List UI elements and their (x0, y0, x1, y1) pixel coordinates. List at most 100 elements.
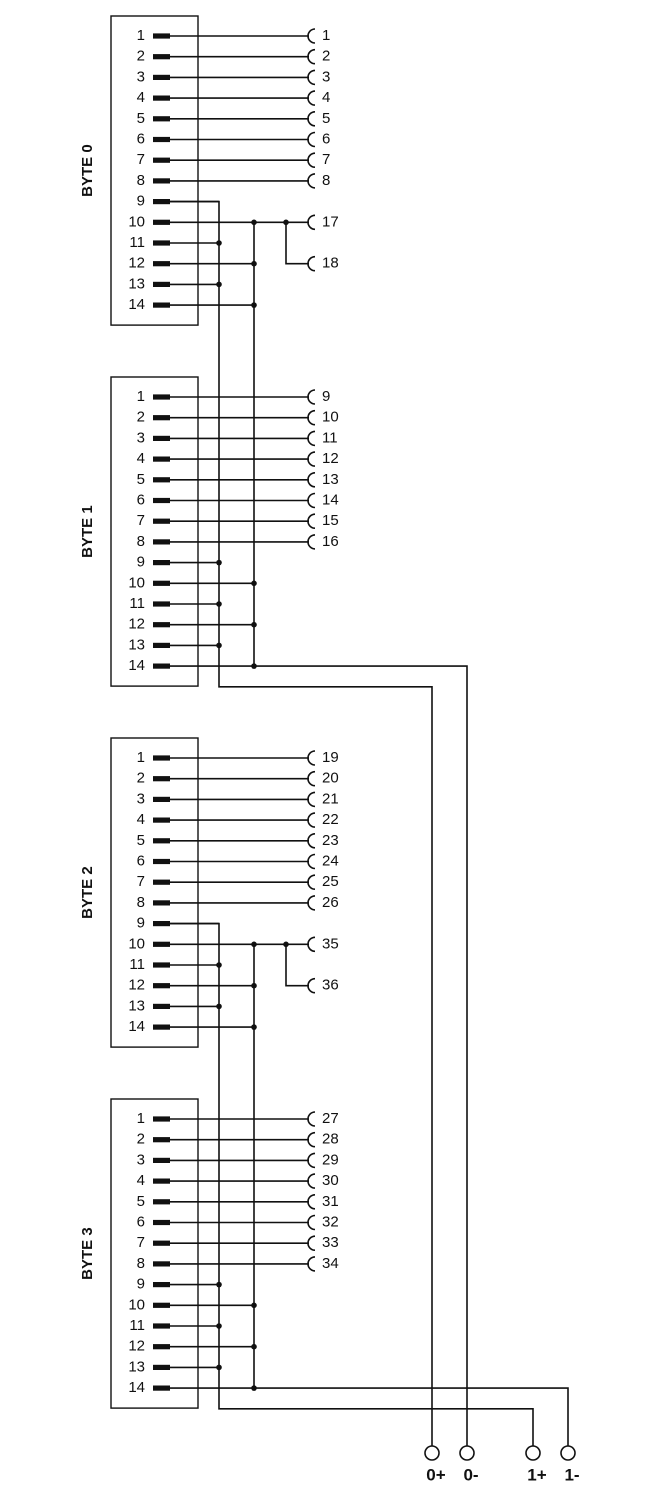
terminal-symbol (307, 534, 316, 550)
terminal-label: 13 (322, 471, 339, 488)
pin-number: 4 (137, 450, 145, 467)
pin-number: 3 (137, 1151, 145, 1168)
terminal-symbol (307, 111, 316, 127)
terminal-label: 28 (322, 1131, 339, 1148)
pin-number: 13 (128, 275, 145, 292)
terminal-label: 11 (322, 429, 338, 446)
terminal-symbol (307, 173, 316, 189)
pin-contact (153, 136, 170, 143)
pin-number: 10 (128, 574, 145, 591)
terminal-label: 9 (322, 388, 330, 405)
bottom-terminal-symbol (424, 1445, 440, 1461)
pin-contact (153, 941, 170, 947)
pin-contact (153, 1178, 170, 1184)
terminal-symbol (307, 874, 316, 890)
terminal-symbol (307, 770, 316, 787)
pin-contact (153, 622, 170, 628)
pin-contact (153, 33, 170, 39)
terminal-label: 23 (322, 832, 339, 849)
pin-contact (153, 1323, 170, 1329)
terminal-label: 19 (322, 749, 339, 766)
pin-number: 14 (128, 657, 145, 674)
pin-number: 2 (137, 770, 145, 787)
pin-number: 2 (137, 409, 145, 426)
pin-contact (153, 281, 170, 287)
pin-number: 9 (137, 1276, 145, 1293)
pin-contact (153, 157, 170, 163)
terminal-symbol (307, 1214, 316, 1231)
pin-number: 13 (128, 997, 145, 1014)
pin-number: 10 (128, 1296, 145, 1313)
pin-contact (153, 1344, 170, 1350)
bottom-terminal-label: 0- (463, 1465, 478, 1484)
wire (285, 222, 309, 265)
terminal-label: 24 (322, 852, 339, 869)
pin-contact (153, 199, 170, 205)
pin-number: 11 (129, 1317, 145, 1334)
pin-contact (153, 261, 170, 267)
pin-number: 1 (137, 27, 145, 44)
pin-number: 8 (137, 533, 145, 550)
pin-number: 6 (137, 852, 145, 869)
terminal-label: 26 (322, 894, 339, 911)
pin-contact (153, 838, 170, 844)
terminal-symbol (307, 1256, 316, 1272)
pin-contact (153, 1261, 170, 1267)
pin-number: 7 (137, 512, 145, 529)
terminal-label: 7 (322, 151, 330, 168)
terminal-symbol (307, 451, 316, 467)
pin-contact (153, 642, 170, 648)
pin-number: 9 (137, 554, 145, 571)
bottom-terminal-symbol (560, 1445, 576, 1461)
terminal-symbol (307, 977, 316, 994)
terminal-symbol (307, 833, 316, 849)
pin-number: 14 (128, 1018, 145, 1035)
terminal-label: 22 (322, 811, 339, 828)
bottom-terminal-label: 1+ (527, 1465, 546, 1484)
pin-number: 8 (137, 894, 145, 911)
terminal-symbol (307, 895, 316, 911)
pin-number: 5 (137, 1193, 145, 1210)
terminal-label: 4 (322, 89, 330, 106)
pin-number: 12 (128, 616, 145, 633)
pin-contact (153, 74, 170, 80)
pin-number: 6 (137, 491, 145, 508)
terminal-label: 30 (322, 1172, 339, 1189)
terminal-label: 18 (322, 255, 339, 272)
terminal-label: 3 (322, 68, 330, 85)
terminal-label: 2 (322, 48, 330, 65)
pin-number: 4 (137, 89, 145, 106)
terminal-symbol (307, 214, 316, 231)
bottom-terminal-symbol (525, 1445, 541, 1461)
pin-contact (153, 394, 170, 400)
pin-contact (153, 95, 170, 101)
pin-number: 9 (137, 193, 145, 210)
bottom-terminal-symbol (459, 1445, 475, 1461)
pin-contact (153, 580, 170, 586)
pin-number: 8 (137, 172, 145, 189)
pin-number: 6 (137, 1213, 145, 1230)
terminal-symbol (307, 1235, 316, 1251)
terminal-symbol (307, 853, 316, 870)
pin-number: 14 (128, 296, 145, 313)
pin-number: 3 (137, 429, 145, 446)
terminal-label: 34 (322, 1255, 339, 1272)
pin-number: 2 (137, 1131, 145, 1148)
pin-number: 12 (128, 977, 145, 994)
terminal-label: 16 (322, 533, 339, 550)
pin-contact (153, 539, 170, 545)
byte-label: BYTE 1 (79, 505, 96, 558)
pin-contact (153, 1199, 170, 1205)
pin-number: 10 (128, 213, 145, 230)
terminal-label: 35 (322, 935, 339, 952)
pin-contact (153, 54, 170, 60)
pin-number: 3 (137, 790, 145, 807)
terminal-label: 20 (322, 770, 339, 787)
pin-contact (153, 560, 170, 566)
terminal-label: 33 (322, 1234, 339, 1251)
pin-number: 10 (128, 935, 145, 952)
terminal-symbol (307, 1131, 316, 1148)
terminal-symbol (307, 430, 316, 447)
pin-contact (153, 240, 170, 246)
terminal-label: 32 (322, 1213, 339, 1230)
